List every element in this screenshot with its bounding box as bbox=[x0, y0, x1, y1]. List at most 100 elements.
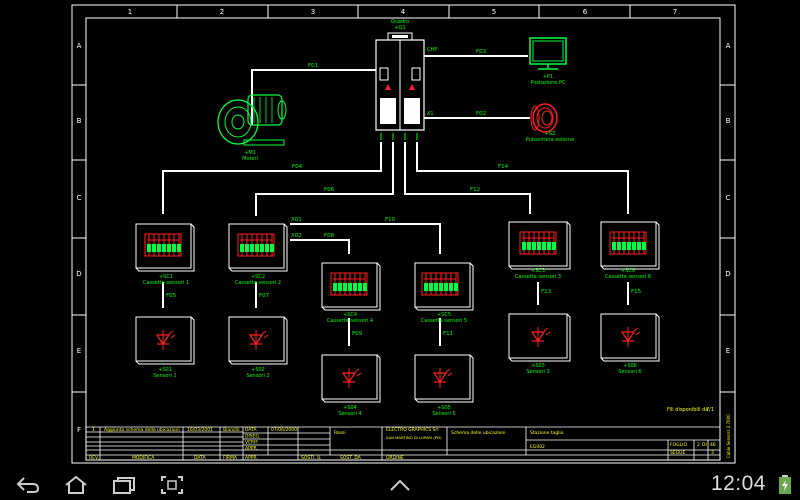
sheet-title: Schema delle ubicazioni bbox=[451, 430, 506, 436]
row-label: E bbox=[726, 347, 730, 355]
sheet-number: 2 bbox=[697, 442, 700, 448]
box-tag: +SC5 bbox=[437, 312, 451, 318]
col-label: 2 bbox=[220, 8, 224, 16]
grid-columns bbox=[176, 5, 631, 18]
box-tag: +SC2 bbox=[251, 274, 265, 280]
header-sost-il: SOSTI. IL bbox=[301, 455, 322, 461]
cable-f04: F04 bbox=[292, 164, 303, 170]
row-label: D bbox=[725, 270, 730, 278]
sensor-box-sc1: +SC1 Cassetta sensori 1 bbox=[135, 223, 195, 286]
cable-f01: F01 bbox=[308, 63, 318, 69]
header-firma: FIRMA bbox=[223, 455, 238, 461]
back-button[interactable] bbox=[8, 470, 48, 500]
col-label: 7 bbox=[673, 8, 677, 16]
free-cables-label: Fili disponibili da bbox=[667, 407, 708, 413]
col-label: 5 bbox=[492, 8, 496, 16]
header-modifica: MODIFICA bbox=[132, 455, 155, 461]
screenshot-button[interactable] bbox=[152, 470, 192, 500]
sensor-tag: +S02 bbox=[251, 367, 265, 373]
box-name: Cassetta sensori 6 bbox=[605, 274, 651, 280]
sensor-box-sc2: +SC2 Cassetta sensori 2 bbox=[228, 223, 288, 286]
box-name: Cassetta sensori 4 bbox=[327, 318, 373, 324]
motor-tag: +M1 bbox=[244, 150, 256, 156]
recent-apps-button[interactable] bbox=[104, 470, 144, 500]
external-pushbutton-panel: +SZ Pulsantiera esterne bbox=[526, 103, 574, 143]
cable-f15: F15 bbox=[631, 289, 642, 295]
battery-charging-icon bbox=[779, 475, 791, 494]
side-text: Cable Sensors 2.7000 bbox=[726, 414, 731, 458]
box-tag: +SC6 bbox=[621, 268, 635, 274]
row-label: A bbox=[77, 42, 82, 50]
box-name: Cassetta sensori 5 bbox=[421, 318, 467, 324]
header-data: DATA bbox=[245, 427, 258, 433]
cable-f02: F02 bbox=[476, 111, 486, 117]
pc-name: Postazione PC bbox=[531, 80, 566, 86]
cable-lines bbox=[162, 55, 629, 346]
header-sost-da: SOST. DA bbox=[340, 455, 362, 461]
sensor-name: Sensori 3 bbox=[526, 369, 549, 375]
header-ordine: ORDINE bbox=[386, 455, 404, 461]
cable-x02: X02 bbox=[291, 233, 302, 239]
panel-title: Quadro bbox=[391, 19, 409, 25]
header-rev: REV. bbox=[89, 455, 99, 461]
row-label: D bbox=[76, 270, 81, 278]
sensor-tag: +S04 bbox=[343, 405, 357, 411]
cable-f11: F11 bbox=[443, 331, 453, 337]
android-system-bar: 12:04 bbox=[0, 470, 800, 500]
box-name: Cassetta sensori 3 bbox=[515, 274, 561, 280]
back-arrow-icon bbox=[16, 477, 40, 493]
cable-f06: F06 bbox=[324, 187, 335, 193]
sensor-name: Sensori 4 bbox=[338, 411, 361, 417]
home-button[interactable] bbox=[56, 470, 96, 500]
col-label: 3 bbox=[311, 8, 315, 16]
cable-f08: F08 bbox=[324, 233, 335, 239]
sensor-s04: +S04 Sensori 4 bbox=[321, 354, 381, 417]
cable-f07: F07 bbox=[259, 293, 270, 299]
rev-signature: Bianchi bbox=[223, 427, 240, 433]
motor-name: Motori bbox=[242, 156, 258, 162]
sensor-name: Sensori 1 bbox=[153, 373, 176, 379]
header-appr-col: APPR. bbox=[245, 455, 258, 461]
box-tag: +SC1 bbox=[159, 274, 173, 280]
sensor-tag: +S01 bbox=[158, 367, 172, 373]
cable-f12: F12 bbox=[470, 187, 480, 193]
home-icon bbox=[65, 475, 87, 494]
rev-description: Aggiunta schema delle ubicazioni bbox=[104, 427, 180, 433]
motor: +M1 Motori bbox=[217, 94, 287, 162]
cable-f14: F14 bbox=[498, 164, 509, 170]
row-label: F bbox=[77, 426, 81, 434]
header-verif: VERIF. bbox=[245, 440, 259, 446]
sheet-next: 3 bbox=[711, 450, 714, 456]
cable-f03: F03 bbox=[476, 49, 487, 55]
company-name: ELECTRO GRAPHICS Srl bbox=[386, 427, 439, 433]
sensor-name: Sensori 5 bbox=[432, 411, 455, 417]
clock: 12:04 bbox=[710, 472, 766, 495]
company-address: SAN MARTINO DI LUPARI (PD) bbox=[386, 435, 442, 440]
electrical-location-diagram: 1 2 3 4 5 6 7 A B C D E F A B C D E Quad… bbox=[71, 4, 736, 464]
cable-f05: F05 bbox=[166, 293, 177, 299]
header-date-col: DATA bbox=[194, 455, 207, 461]
extpanel-tag: +SZ bbox=[545, 131, 556, 137]
expand-button[interactable] bbox=[380, 470, 420, 500]
drawing-date: 07/06/2000 bbox=[271, 427, 297, 433]
sensor-name: Sensori 2 bbox=[246, 373, 269, 379]
pc-station: +P1 Postazione PC bbox=[529, 37, 567, 86]
main-panel-q1: Quadro +Q1 CHP X1 bbox=[375, 19, 437, 140]
box-tag: +SC4 bbox=[343, 312, 357, 318]
sensor-s06: +S06 Sensori 6 bbox=[600, 313, 660, 375]
row-label: C bbox=[726, 194, 731, 202]
sensor-tag: +S06 bbox=[623, 363, 637, 369]
sensor-s02: +S02 Sensori 2 bbox=[228, 316, 288, 379]
sheet-total: 46 bbox=[710, 442, 716, 448]
sensor-tag: +S03 bbox=[531, 363, 545, 369]
col-label: 4 bbox=[401, 8, 406, 16]
free-cables-value: 7/1 bbox=[706, 407, 714, 413]
header-foglio: FOGLIO bbox=[670, 442, 687, 448]
row-label: B bbox=[77, 117, 82, 125]
row-label: C bbox=[77, 194, 82, 202]
sensor-box-sc5: +SC5 Cassetta sensori 5 bbox=[414, 262, 474, 324]
box-name: Cassetta sensori 1 bbox=[143, 280, 189, 286]
panel-id: +Q1 bbox=[394, 25, 405, 31]
sensor-box-sc4: +SC4 Cassetta sensori 4 bbox=[321, 262, 381, 324]
col-label: 6 bbox=[583, 8, 588, 16]
